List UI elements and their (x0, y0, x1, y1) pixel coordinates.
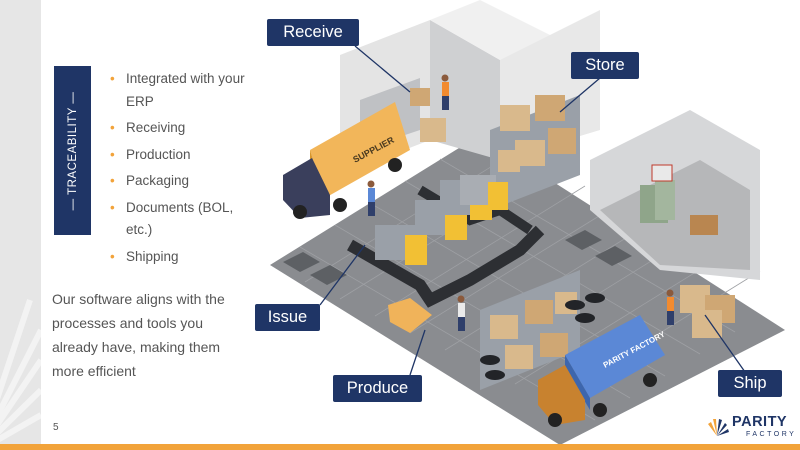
ship-label: Ship (718, 370, 782, 397)
parity-factory-logo: PARITY FACTORY (702, 413, 797, 441)
summary-text: Our software aligns with the processes a… (52, 291, 225, 379)
supplier-truck: SUPPLIER (283, 102, 410, 219)
logo-tagline: FACTORY (746, 431, 797, 438)
production-machines (375, 175, 508, 265)
issue-label: Issue (255, 304, 320, 331)
receiving-pallets (410, 88, 446, 142)
feature-item: Production (110, 144, 256, 167)
traceability-banner: — TRACEABILITY — (54, 66, 91, 235)
shipping-pallets (680, 285, 735, 338)
workers (367, 74, 674, 331)
page-number: 5 (53, 422, 59, 433)
feature-item: Integrated with your ERP (110, 68, 256, 113)
conveyor-belt (347, 225, 545, 308)
produce-label: Produce (333, 375, 422, 402)
label-connectors (319, 45, 746, 376)
feature-list: Integrated with your ERP Receiving Produ… (110, 68, 256, 272)
receive-label: Receive (267, 19, 359, 46)
bottom-accent-bar (0, 444, 800, 450)
floor-grates (283, 230, 632, 285)
receiving-roof (430, 0, 560, 60)
storage-rack-top (490, 95, 580, 210)
feature-item: Documents (BOL, etc.) (110, 197, 256, 242)
warehouse-floor (270, 135, 785, 445)
receiving-wall-right (430, 20, 500, 160)
parity-shipping-truck: PARITY FACTORY (538, 315, 667, 427)
sunburst-decoration (0, 299, 41, 442)
storage-rack-bottom (480, 270, 580, 390)
tire-stacks (480, 293, 605, 380)
sunburst-logo-icon (708, 419, 729, 436)
office-furniture (640, 164, 718, 235)
feature-item: Shipping (110, 246, 256, 269)
store-label: Store (571, 52, 639, 79)
feature-item: Receiving (110, 117, 256, 140)
feature-item: Packaging (110, 170, 256, 193)
decorative-side-strip (0, 0, 41, 450)
logo-name: PARITY (732, 414, 788, 430)
production-bin (388, 298, 432, 333)
